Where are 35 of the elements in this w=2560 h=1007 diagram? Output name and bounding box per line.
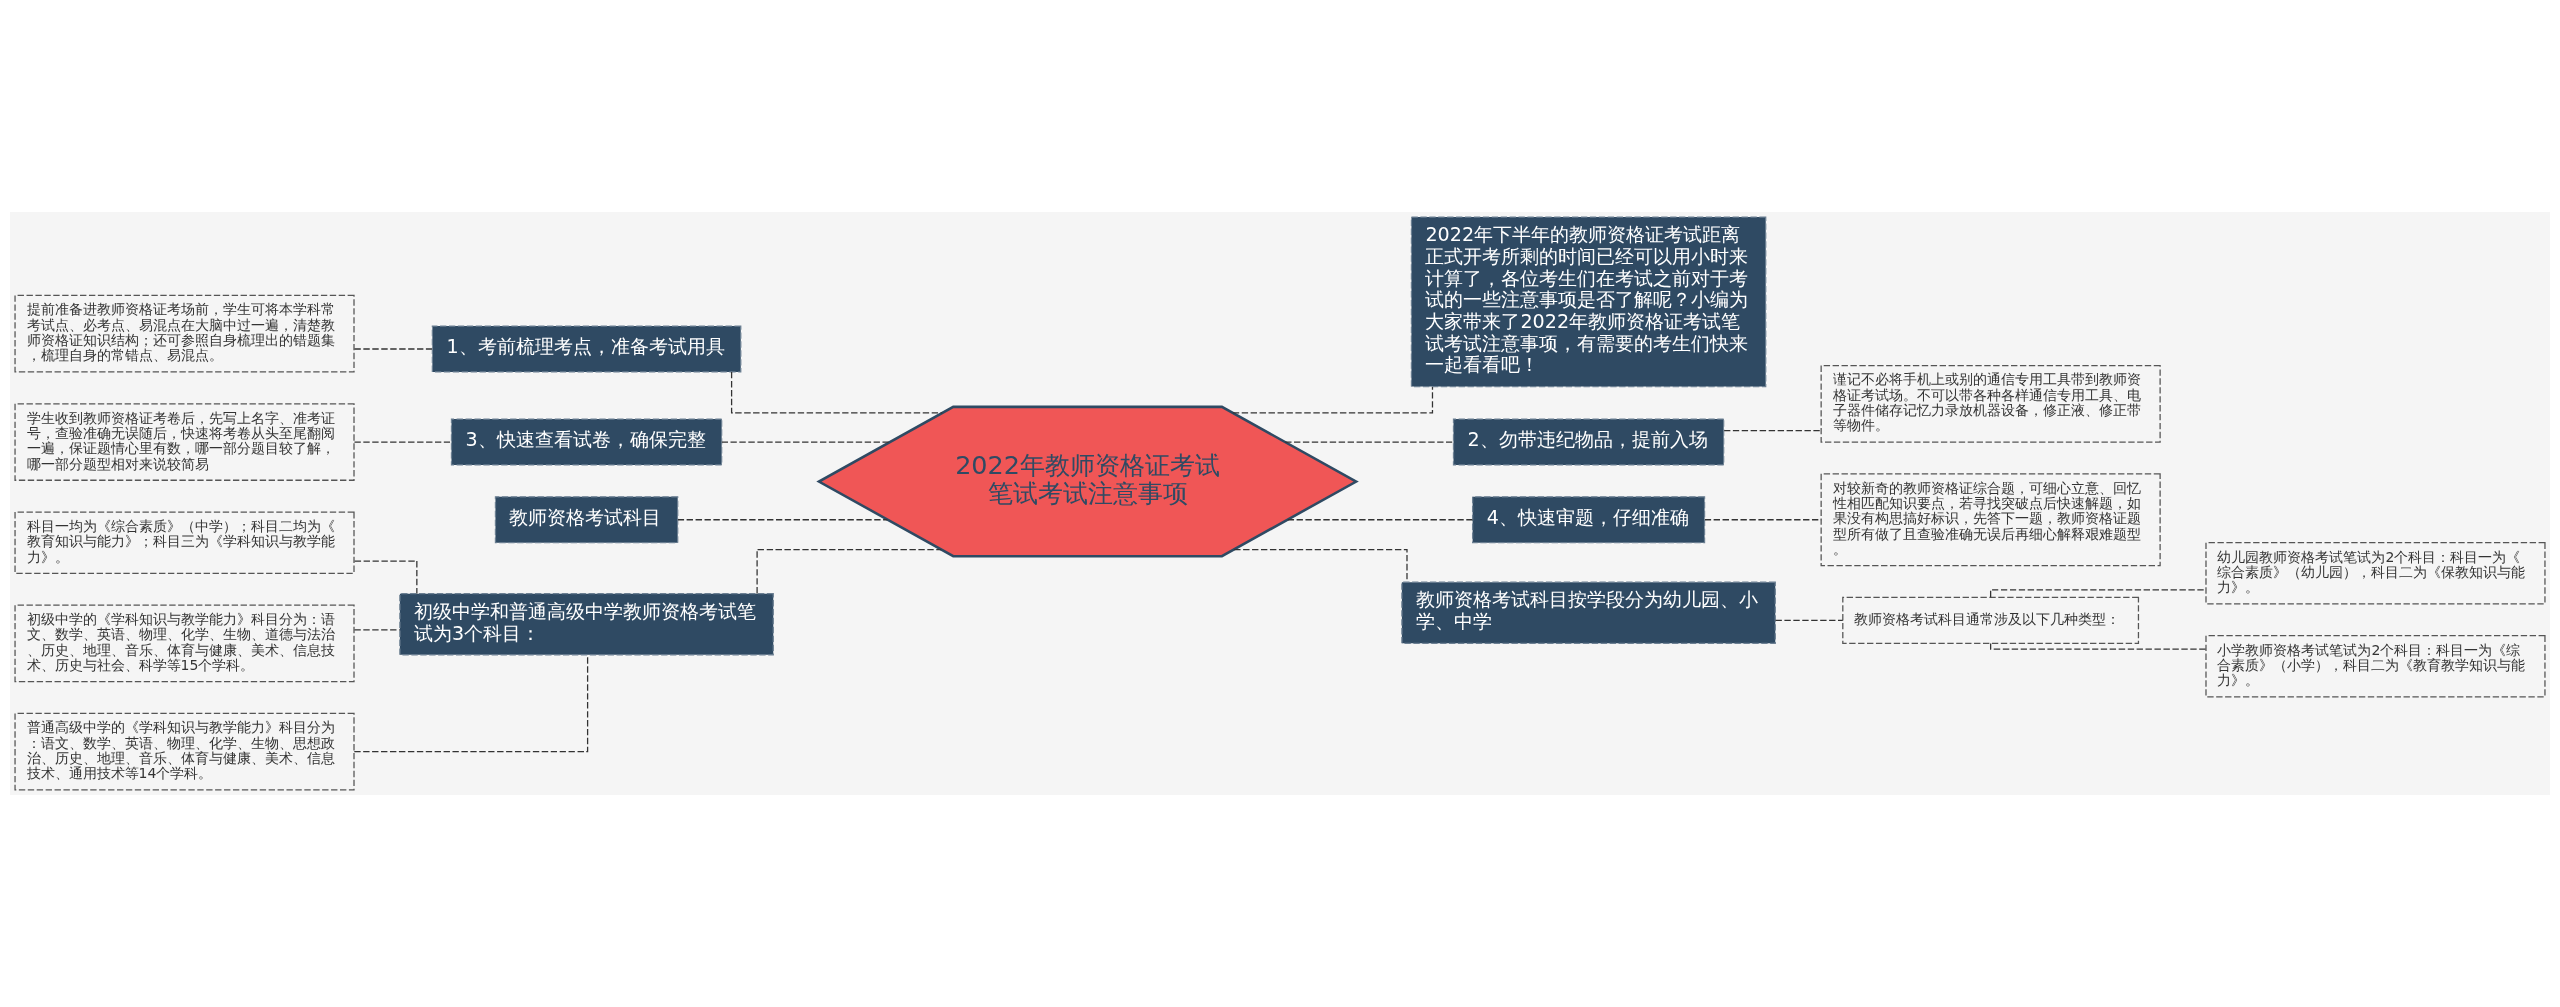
connector [1704, 519, 1822, 521]
connector [353, 629, 401, 631]
connector [1287, 519, 1473, 521]
node-box: 学生收到教师资格证考卷后，先写上名字、准考证号，查验准确无误随后，快速将考卷从头至尾翻阅一遍，保证题情心里有数，哪一部分题目较了解，哪一部分题型相对来说较简易 [14, 403, 355, 481]
connector [1233, 548, 1408, 583]
connector [1990, 589, 2207, 598]
node-box: 3、快速查看试卷，确保完整 [450, 418, 723, 466]
node-box: 幼儿园教师资格考试笔试为2个科目：科目一为《综合素质》（幼儿园），科目二为《保教知识与能力》。 [2205, 542, 2546, 605]
connector [1774, 619, 1844, 622]
connector [353, 654, 589, 753]
node-box: 科目一均为《综合素质》（中学）；科目二均为《教育知识与能力》；科目三为《学科知识与教学能力》。 [14, 511, 355, 574]
connector [756, 548, 942, 595]
node-box: 教师资格考试科目通常涉及以下几种类型： [1842, 596, 2140, 644]
node-box: 教师资格考试科目按学段分为幼儿园、小学、中学 [1401, 581, 1776, 644]
node-box: 普通高级中学的《学科知识与教学能力》科目分为：语文、数学、英语、物理、化学、生物、思想政治、历史、地理、音乐、体育与健康、美术、信息技术、通用技术等14个学科。 [14, 712, 355, 791]
node-box: 1、考前梳理考点，准备考试用具 [431, 325, 742, 373]
connector [721, 441, 891, 443]
connector [677, 519, 888, 521]
node-box: 初级中学的《学科知识与教学能力》科目分为：语文、数学、英语、物理、化学、生物、道德与法治、历史、地理、音乐、体育与健康、美术、信息技术、历史与社会、科学等15个学科。 [14, 604, 355, 683]
node-box: 2022年下半年的教师资格证考试距离正式开考所剩的时间已经可以用小时来计算了，各位考生们在考试之前对于考试的一些注意事项是否了解呢？小编为大家带来了2022年教师资格证考试笔试考试注意事项，有需要的考生们快来一起看看吧！ [1410, 216, 1767, 388]
node-box: 提前准备进教师资格证考场前，学生可将本学科常考试点、必考点、易混点在大脑中过一遍，清楚教师资格证知识结构；还可参照自身梳理出的错题集，梳理自身的常错点、易混点。 [14, 294, 355, 373]
connector [1723, 429, 1822, 432]
node-box: 小学教师资格考试笔试为2个科目：科目一为《综合素质》（小学），科目二为《教育教学知识与能力》。 [2205, 635, 2546, 698]
connector [353, 560, 418, 594]
node-box: 2、勿带违纪物品，提前入场 [1452, 418, 1725, 466]
connector [353, 441, 452, 443]
node-box: 谨记不必将手机上或别的通信专用工具带到教师资格证考试场。不可以带各种各样通信专用工具、电子器件储存记忆力录放机器设备，修正液、修正带等物件。 [1820, 364, 2161, 443]
node-box: 教师资格考试科目 [494, 496, 679, 544]
connector [353, 348, 433, 350]
node-box: 初级中学和普通高级中学教师资格考试笔试为3个科目： [399, 593, 774, 656]
node-box: 对较新奇的教师资格证综合题，可细心立意、回忆性相匹配知识要点，若寻找突破点后快速解题，如果没有构思搞好标识，先答下一题，教师资格证题型所有做了且查验准确无误后再细心解释艰难题型。 [1820, 473, 2161, 567]
connector [730, 371, 943, 414]
node-box: 4、快速审题，仔细准确 [1472, 496, 1706, 544]
connector [1232, 386, 1434, 414]
connector [1990, 642, 2207, 650]
